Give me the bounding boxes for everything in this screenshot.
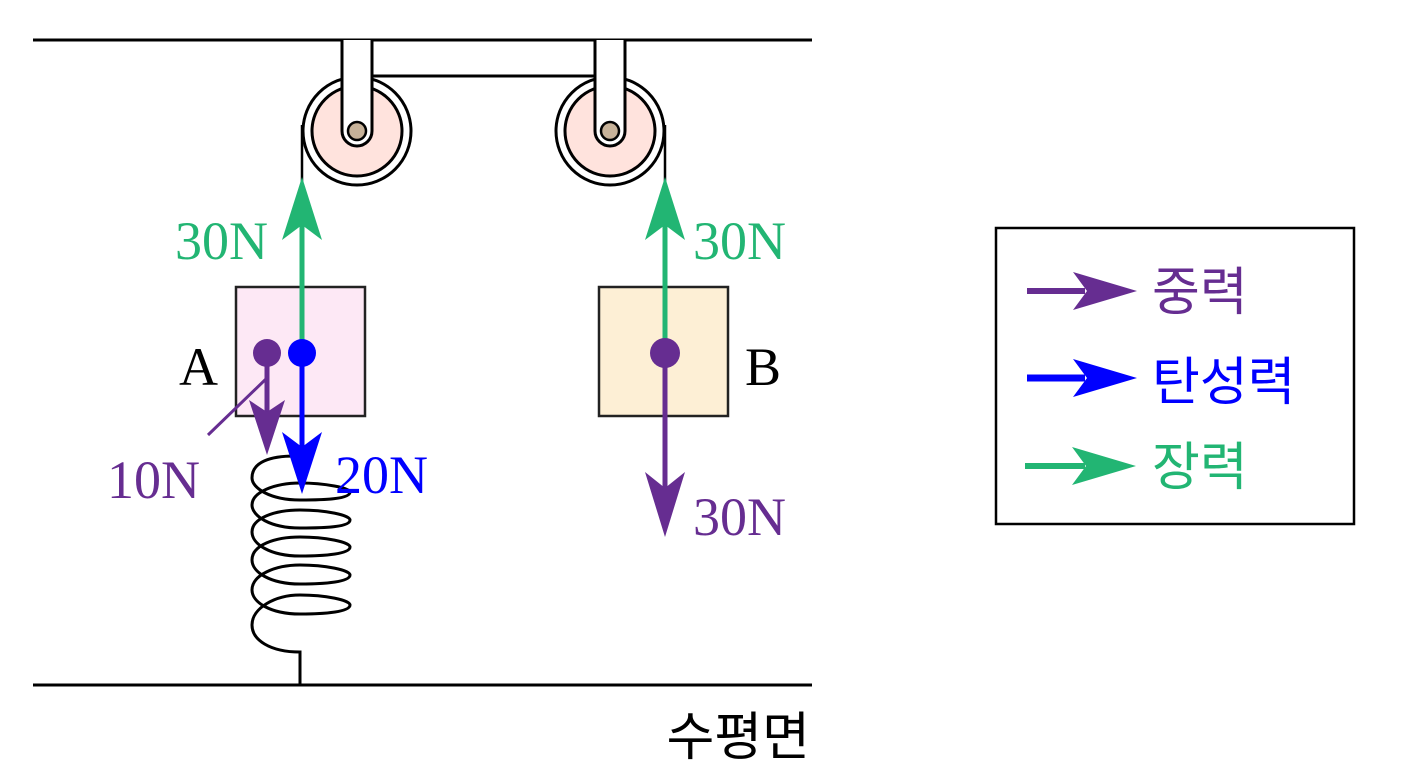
legend-label-tension: 장력 <box>1152 438 1248 498</box>
legend-label-gravity: 중력 <box>1152 263 1248 323</box>
legend-item-tension: 장력 <box>1025 438 1248 498</box>
legend-label-elastic: 탄성력 <box>1152 353 1296 413</box>
force-b-gravity <box>645 338 685 537</box>
legend-arrow-elastic-icon <box>1073 359 1137 397</box>
block-a-label: A <box>179 337 218 397</box>
force-a-elastic-label: 20N <box>335 445 428 505</box>
force-a-elastic <box>282 339 322 494</box>
pulley-right <box>554 40 666 187</box>
force-a-tension <box>282 177 322 352</box>
axle-left <box>346 120 368 142</box>
force-a-tension-label: 30N <box>175 211 268 271</box>
force-a-gravity <box>206 339 285 455</box>
ground-label: 수평면 <box>666 708 810 768</box>
pulley-left <box>301 40 413 187</box>
force-a-gravity-label: 10N <box>107 450 200 510</box>
force-b-gravity-label: 30N <box>693 487 786 547</box>
legend-arrow-tension-icon <box>1072 447 1136 485</box>
legend-item-elastic: 탄성력 <box>1027 353 1296 413</box>
legend: 중력 탄성력 장력 <box>994 226 1356 526</box>
spring <box>250 454 352 685</box>
block-b-label: B <box>745 337 781 397</box>
legend-arrow-gravity-icon <box>1073 272 1137 310</box>
axle-right <box>599 120 621 142</box>
force-b-tension <box>645 177 685 352</box>
force-b-tension-label: 30N <box>693 211 786 271</box>
legend-item-gravity: 중력 <box>1027 263 1248 323</box>
